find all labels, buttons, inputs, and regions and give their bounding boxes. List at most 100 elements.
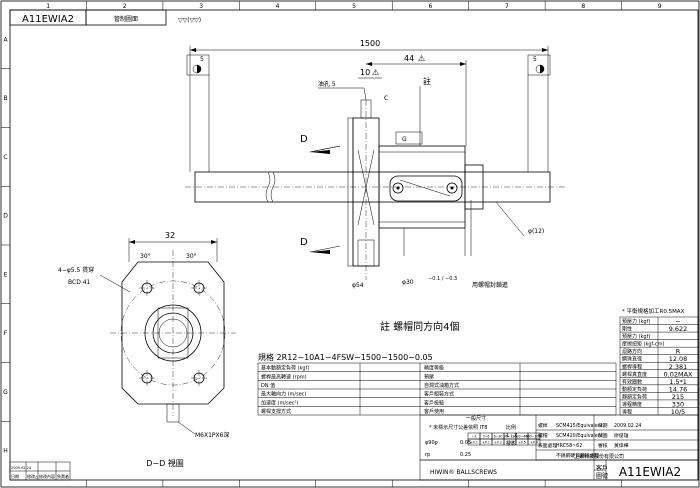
controlled-drawing-label: 管制圖面 [114, 15, 138, 23]
overall-length-dim: 1500 [360, 39, 380, 48]
spec-label: 基本動額定負荷 (kgf) [261, 365, 309, 372]
tol-rp: rp [425, 452, 430, 458]
nut-diameter-tolerance: −0.1 / −0.3 [428, 276, 457, 282]
property-label: 動額定負荷 [622, 386, 647, 393]
material-label-2: 製圖 [598, 432, 608, 439]
grid-row-label: D [3, 213, 8, 220]
material-value-2: 廖俊雄 [614, 432, 629, 439]
section-dd-view: 32 30° 30° 4−φ5.5 貫穿 BCD 41 M6X1PX6深 D−D… [58, 231, 236, 468]
material-value: HRC58~62 [556, 443, 582, 449]
drawing-label: 圖號 [596, 472, 608, 480]
property-label: 靜額定負荷 [622, 393, 647, 400]
property-value: 0.02MAX [664, 370, 694, 378]
property-label: 導程 [622, 409, 632, 416]
dimensions-top: 1500 44 ⚠ 10 ⚠ 油孔 5 註 5 5 G C [186, 39, 551, 172]
bolt-holes [139, 280, 207, 386]
property-label: 預壓力 (kgf) [622, 318, 650, 325]
property-value: R [676, 348, 681, 356]
oil-hole-dim: 油孔 5 [318, 80, 336, 88]
flange-width-dim: 10 [360, 68, 370, 77]
company-name: 上銀科技股份有限公司 [574, 453, 624, 460]
property-label: 摩擦扭矩 (kgf-cm) [622, 341, 665, 348]
tolerance-range: 120~400 [515, 435, 530, 439]
tolerance-header: * 未標示尺寸公差依照 IT8 [429, 424, 487, 431]
tolerance-value: ±0.3 [506, 441, 514, 445]
drawing-number-bottom: A11EWIA2 [619, 465, 681, 479]
grid-col-label: 7 [505, 3, 509, 10]
property-value: 9.622 [669, 325, 688, 333]
spec-label-2: 客戶使用 [424, 408, 444, 415]
note-text: 註 螺帽同方向4個 [380, 320, 460, 333]
material-label: 螺帽 [538, 432, 548, 439]
scale-value: 1 : X [506, 433, 518, 439]
general-dimension-label: 一般尺寸 [466, 415, 486, 422]
svg-text:⚠: ⚠ [418, 54, 425, 63]
projection-label: 投影 [506, 440, 516, 447]
angle-tolerance: φ90p [425, 440, 438, 446]
angle-left: 30° [140, 253, 151, 260]
tolerance-value: ±0.8 [530, 441, 538, 445]
angle-right: 30° [186, 253, 197, 260]
dimensions-side-bottom: φ54 φ30 −0.1 / −0.3 用螺帽封鎖進 φ(12) [352, 201, 544, 289]
property-value: 1.5*1 [669, 378, 687, 386]
property-label: 預壓力 (kgf) [622, 333, 650, 340]
section-mark-bottom: D [300, 237, 308, 248]
property-label: 鋼珠直徑 [622, 356, 642, 363]
grid-col-label: 4 [276, 3, 280, 10]
property-label: 有效圈數 [622, 378, 642, 385]
section-mark-top: D [300, 134, 308, 145]
scale-label: 比例 [506, 424, 516, 431]
tolerance-range: 3~6 [483, 435, 490, 439]
grid-row-label: B [3, 95, 7, 102]
tolerance-value: ±0.2 [494, 441, 502, 445]
revision-header: 修改內容 [39, 473, 55, 479]
spec-label-2: 客戶組裝方式 [424, 391, 454, 398]
spec-label-2: 精度等級 [424, 365, 444, 372]
tol-v1: 0.05 [460, 440, 471, 446]
property-value: 14.76 [669, 385, 688, 393]
nut-diameter-dim: φ30 [402, 279, 414, 286]
spec-label-2: 客戶檢驗 [424, 399, 444, 406]
section-markers: D D [300, 134, 341, 254]
grid-col-label: 3 [199, 3, 203, 10]
tap-spec: M6X1PX6深 [195, 431, 229, 439]
drawing-number-top: A11EWIA2 [22, 14, 74, 25]
grid-row-label: G [3, 389, 8, 396]
spec-label: DN 值 [261, 382, 275, 389]
tolerance-value: ±0.1 [482, 441, 490, 445]
bcd-spec: BCD 41 [68, 279, 91, 286]
tolerance-range: 6~30 [494, 435, 503, 439]
nut-length-dim: 44 [404, 54, 414, 63]
brand-logo: HIWIN® BALLSCREWS [430, 469, 497, 476]
property-value: 10/5 [671, 408, 686, 416]
customer-label: 客戶 [596, 464, 608, 472]
material-label-2: 審核 [598, 442, 608, 449]
tol-v2: 0.25 [460, 452, 471, 458]
material-label: 表面處理 [538, 442, 557, 449]
property-label: 導程精度 [622, 401, 642, 408]
grid-row-label: E [4, 271, 8, 278]
material-value: SCM420/Equivalent [556, 433, 603, 439]
spec-label-2: 預壓 [424, 373, 434, 380]
tolerance-value: ±0.5 [518, 441, 526, 445]
material-value: SCM415/Equivalent [556, 423, 603, 429]
model-spec: 規格 2R12−10A1−4FSW−1500−1500−0.05 [258, 352, 433, 362]
spec-label: 最大軸向力 (m/sec) [261, 391, 307, 398]
tolerance-range: 30~120 [504, 435, 517, 439]
tolerance-value: ±0.1 [470, 441, 478, 445]
svg-text:⚠: ⚠ [372, 68, 379, 77]
property-value: ~ [675, 318, 680, 326]
end-left-dim: 5 [200, 56, 204, 63]
property-label: 螺桿真直度 [622, 371, 647, 378]
property-value: 2.381 [669, 363, 688, 371]
flange-width-dd: 32 [165, 231, 175, 240]
grid-col-label: 9 [658, 3, 662, 10]
tolerance-range: 400~1000 [526, 435, 543, 439]
property-value: 330 [672, 400, 684, 408]
grid-row-label: F [4, 330, 8, 337]
property-label: 螺桿導程 [622, 363, 642, 370]
